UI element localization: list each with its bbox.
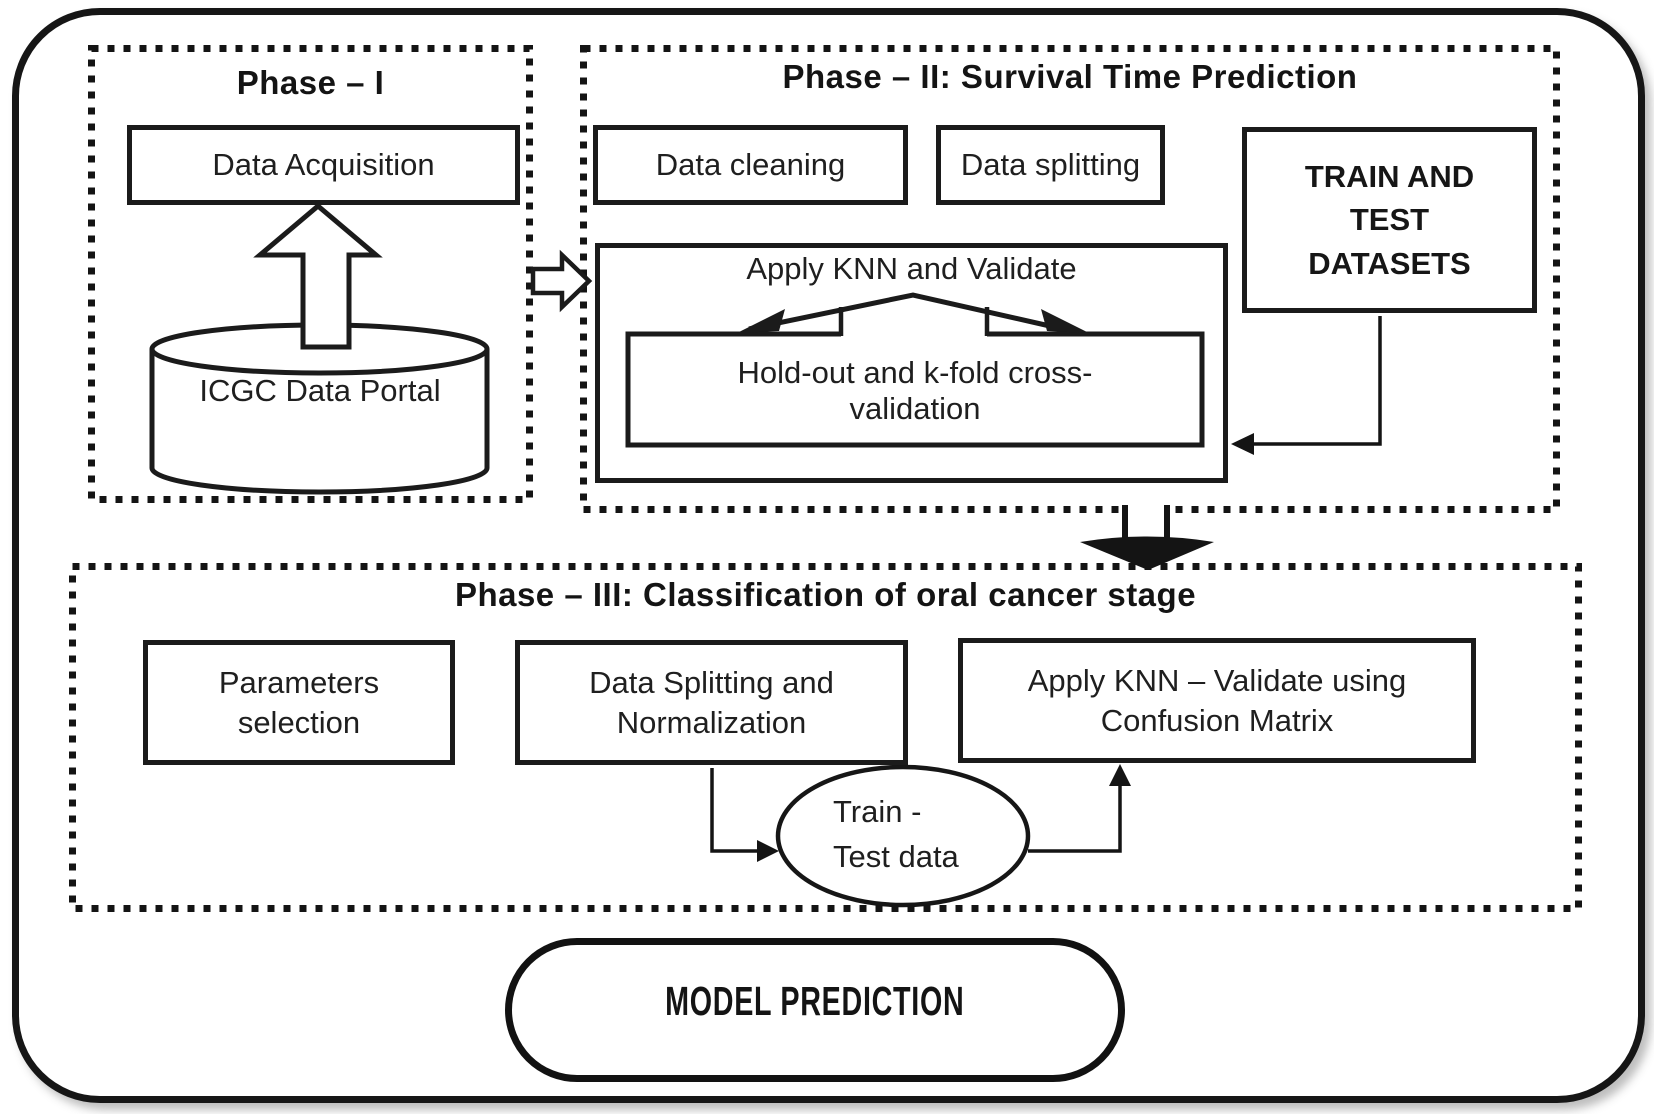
data-acquisition-label: Data Acquisition (212, 147, 435, 183)
holdout-label-text: Hold-out and k-fold cross-validation (737, 354, 1093, 426)
data-splitting-label: Data splitting (960, 147, 1141, 183)
train-test-datasets-label: TRAIN AND TEST DATASETS (1304, 158, 1475, 281)
data-cleaning-box: Data cleaning (593, 125, 908, 205)
parameters-selection-label: Parameters selection (218, 665, 380, 740)
data-cleaning-label: Data cleaning (655, 147, 846, 183)
model-prediction-label: MODEL PREDICTION (665, 977, 965, 1024)
data-splitting-box: Data splitting (936, 125, 1165, 205)
parameters-selection-box: Parameters selection (143, 640, 455, 765)
holdout-label: Hold-out and k-fold cross-validation (630, 338, 1200, 443)
train-test-ellipse-label: Train - Test data (833, 790, 1033, 880)
model-prediction-pill: MODEL PREDICTION (505, 938, 1125, 1082)
train-test-line2: Test data (833, 838, 959, 874)
phase3-title: Phase – III: Classification of oral canc… (454, 576, 1197, 613)
phase2-title: Phase – II: Survival Time Prediction (782, 58, 1358, 95)
apply-knn-confusion-label: Apply KNN – Validate using Confusion Mat… (1027, 663, 1407, 738)
data-splitting-normalization-box: Data Splitting and Normalization (515, 640, 908, 765)
phase1-title: Phase – I (236, 64, 385, 101)
train-test-datasets-box: TRAIN AND TEST DATASETS (1242, 127, 1537, 313)
apply-knn-validate-label: Apply KNN and Validate (746, 251, 1077, 286)
apply-knn-outer-box (595, 243, 1228, 483)
data-acquisition-box: Data Acquisition (127, 125, 520, 205)
apply-knn-confusion-box: Apply KNN – Validate using Confusion Mat… (958, 638, 1476, 763)
data-splitting-normalization-label: Data Splitting and Normalization (589, 665, 834, 740)
icgc-data-portal-label: ICGC Data Portal (199, 373, 441, 408)
train-test-line1: Train - (833, 794, 922, 829)
